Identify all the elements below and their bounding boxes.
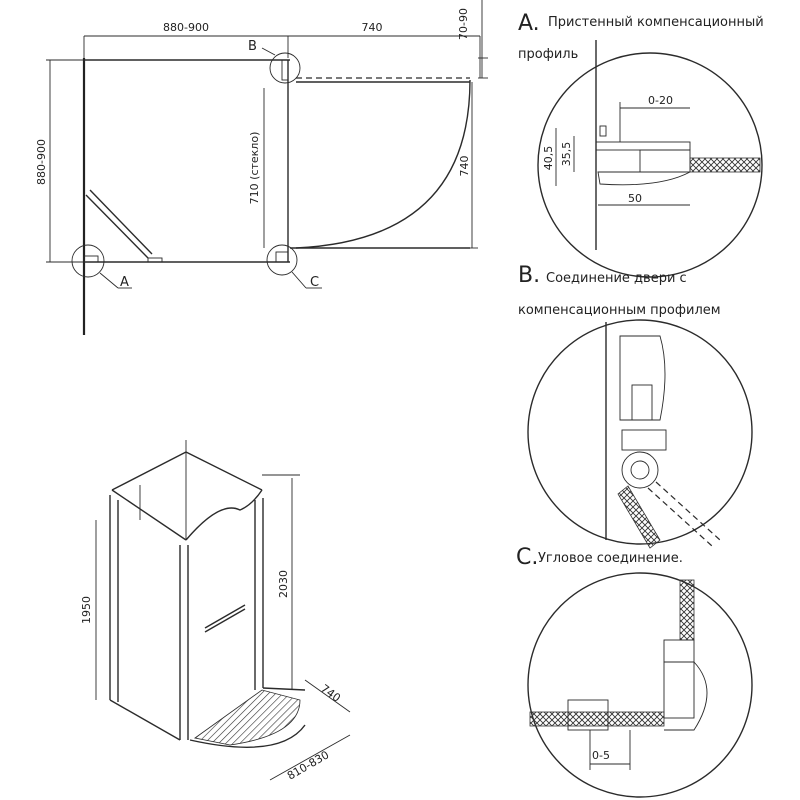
dim-a-h1-label: 40,5 (542, 146, 555, 171)
detail-c-title-1: Угловое соединение. (538, 551, 683, 566)
detail-b-circle (527, 319, 753, 545)
detail-a-circle (537, 52, 763, 278)
iso-top-right (185, 451, 263, 491)
detail-a-profile-curve (597, 171, 691, 186)
dim-width-label: 880-900 (163, 21, 209, 34)
dim-gap-label: 70-90 (457, 8, 470, 40)
detail-c-glass-horizontal (529, 711, 665, 727)
dim-c-adjust-label: 0-5 (592, 749, 610, 762)
detail-a-title-1: Пристенный компенсационный (548, 15, 764, 30)
iso-base-left (109, 699, 181, 741)
detail-b-door-glass (617, 485, 661, 549)
dim-a-adjust-label: 0-20 (648, 94, 673, 107)
detail-c-glass-vertical (679, 579, 695, 641)
detail-c-profile-curve (664, 661, 708, 731)
callout-c-label: C (310, 275, 319, 290)
detail-c-bracket (567, 699, 609, 731)
detail-c-letter: C. (516, 545, 538, 570)
iso-top-left (111, 451, 187, 491)
callout-leader-a (99, 272, 119, 289)
detail-b-seal (621, 429, 667, 451)
iso-tray-hatch (194, 689, 301, 746)
dim-depth-left-label: 880-900 (35, 139, 48, 185)
dim-line-810 (269, 734, 351, 781)
detail-a-letter: A. (518, 11, 540, 36)
detail-a-profile-body (639, 149, 691, 173)
callout-circle-a (71, 244, 105, 278)
detail-a-profile-top (595, 141, 691, 151)
profile-a-mark (83, 255, 99, 263)
dim-line-740 (304, 679, 351, 713)
detail-a-glass (689, 157, 761, 173)
detail-c-connector (663, 639, 695, 663)
detail-c-circle (527, 572, 753, 798)
detail-b-open-line-2 (647, 487, 713, 547)
iso-door-handle (204, 604, 246, 629)
callout-b-label: B (248, 39, 257, 54)
callout-leader-b (261, 47, 276, 56)
isometric-view: 1950 2030 740 810-830 (80, 440, 351, 783)
dim-a-h2-label: 35,5 (560, 142, 573, 167)
left-bracket (85, 194, 149, 259)
detail-c-profile (663, 661, 695, 719)
detail-b-profile (619, 335, 666, 421)
iso-top-front-wave (185, 489, 263, 541)
plan-view: 880-900 740 70-90 880-900 740 710 (стекл… (35, 0, 488, 335)
detail-a-title-2: профиль (518, 47, 578, 62)
iso-top-front-left (111, 489, 187, 541)
detail-b: B. Соединение двери с компенсационным пр… (518, 263, 753, 549)
detail-b-letter: B. (518, 263, 540, 288)
detail-a-screw (599, 125, 607, 137)
dim-glass-label: 710 (стекло) (248, 132, 261, 205)
callout-circle-c (266, 244, 298, 276)
profile-c-mark (275, 251, 289, 263)
dim-2030-label: 2030 (277, 570, 290, 598)
detail-c: C. Угловое соединение. 0-5 (516, 545, 753, 798)
detail-b-title-1: Соединение двери с (546, 271, 687, 286)
callout-circle-b (269, 52, 301, 84)
bracket-foot (147, 257, 163, 263)
iso-tray-back (262, 687, 306, 691)
detail-a: A. Пристенный компенсационный профиль 0-… (518, 11, 764, 278)
profile-b-mark (281, 59, 289, 81)
callout-a-label: A (120, 275, 129, 290)
dim-1950-label: 1950 (80, 596, 93, 624)
iso-tray-curve (189, 724, 306, 748)
dim-depth-right-label: 740 (458, 156, 471, 177)
dim-810-label: 810-830 (285, 748, 331, 782)
dim-a-width-label: 50 (628, 192, 642, 205)
iso-door-handle-2 (204, 608, 246, 633)
detail-b-open-line (655, 481, 721, 541)
detail-b-profile-inner (631, 384, 653, 421)
left-bracket-2 (89, 189, 153, 255)
detail-b-title-2: компенсационным профилем (518, 303, 721, 318)
dim-door-label: 740 (362, 21, 383, 34)
detail-b-hinge-outer (621, 451, 659, 489)
door-swing-arc (295, 79, 471, 249)
dim-740-label: 740 (318, 682, 343, 705)
callout-leader-c (291, 271, 307, 289)
detail-b-hinge-inner (630, 460, 650, 480)
